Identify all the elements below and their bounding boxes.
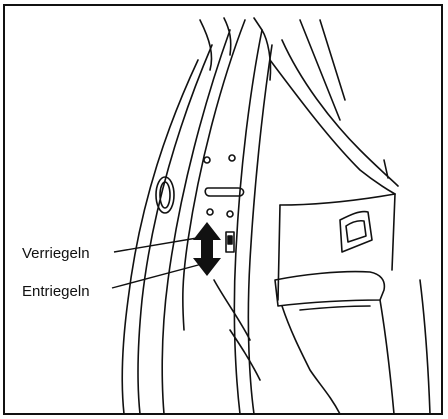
door-drawing <box>122 18 430 414</box>
label-lock: Verriegeln <box>22 245 90 262</box>
double-headed-arrow-icon <box>193 222 221 276</box>
label-unlock: Entriegeln <box>22 283 90 300</box>
leader-lines <box>112 238 202 288</box>
figure-frame <box>4 5 442 414</box>
